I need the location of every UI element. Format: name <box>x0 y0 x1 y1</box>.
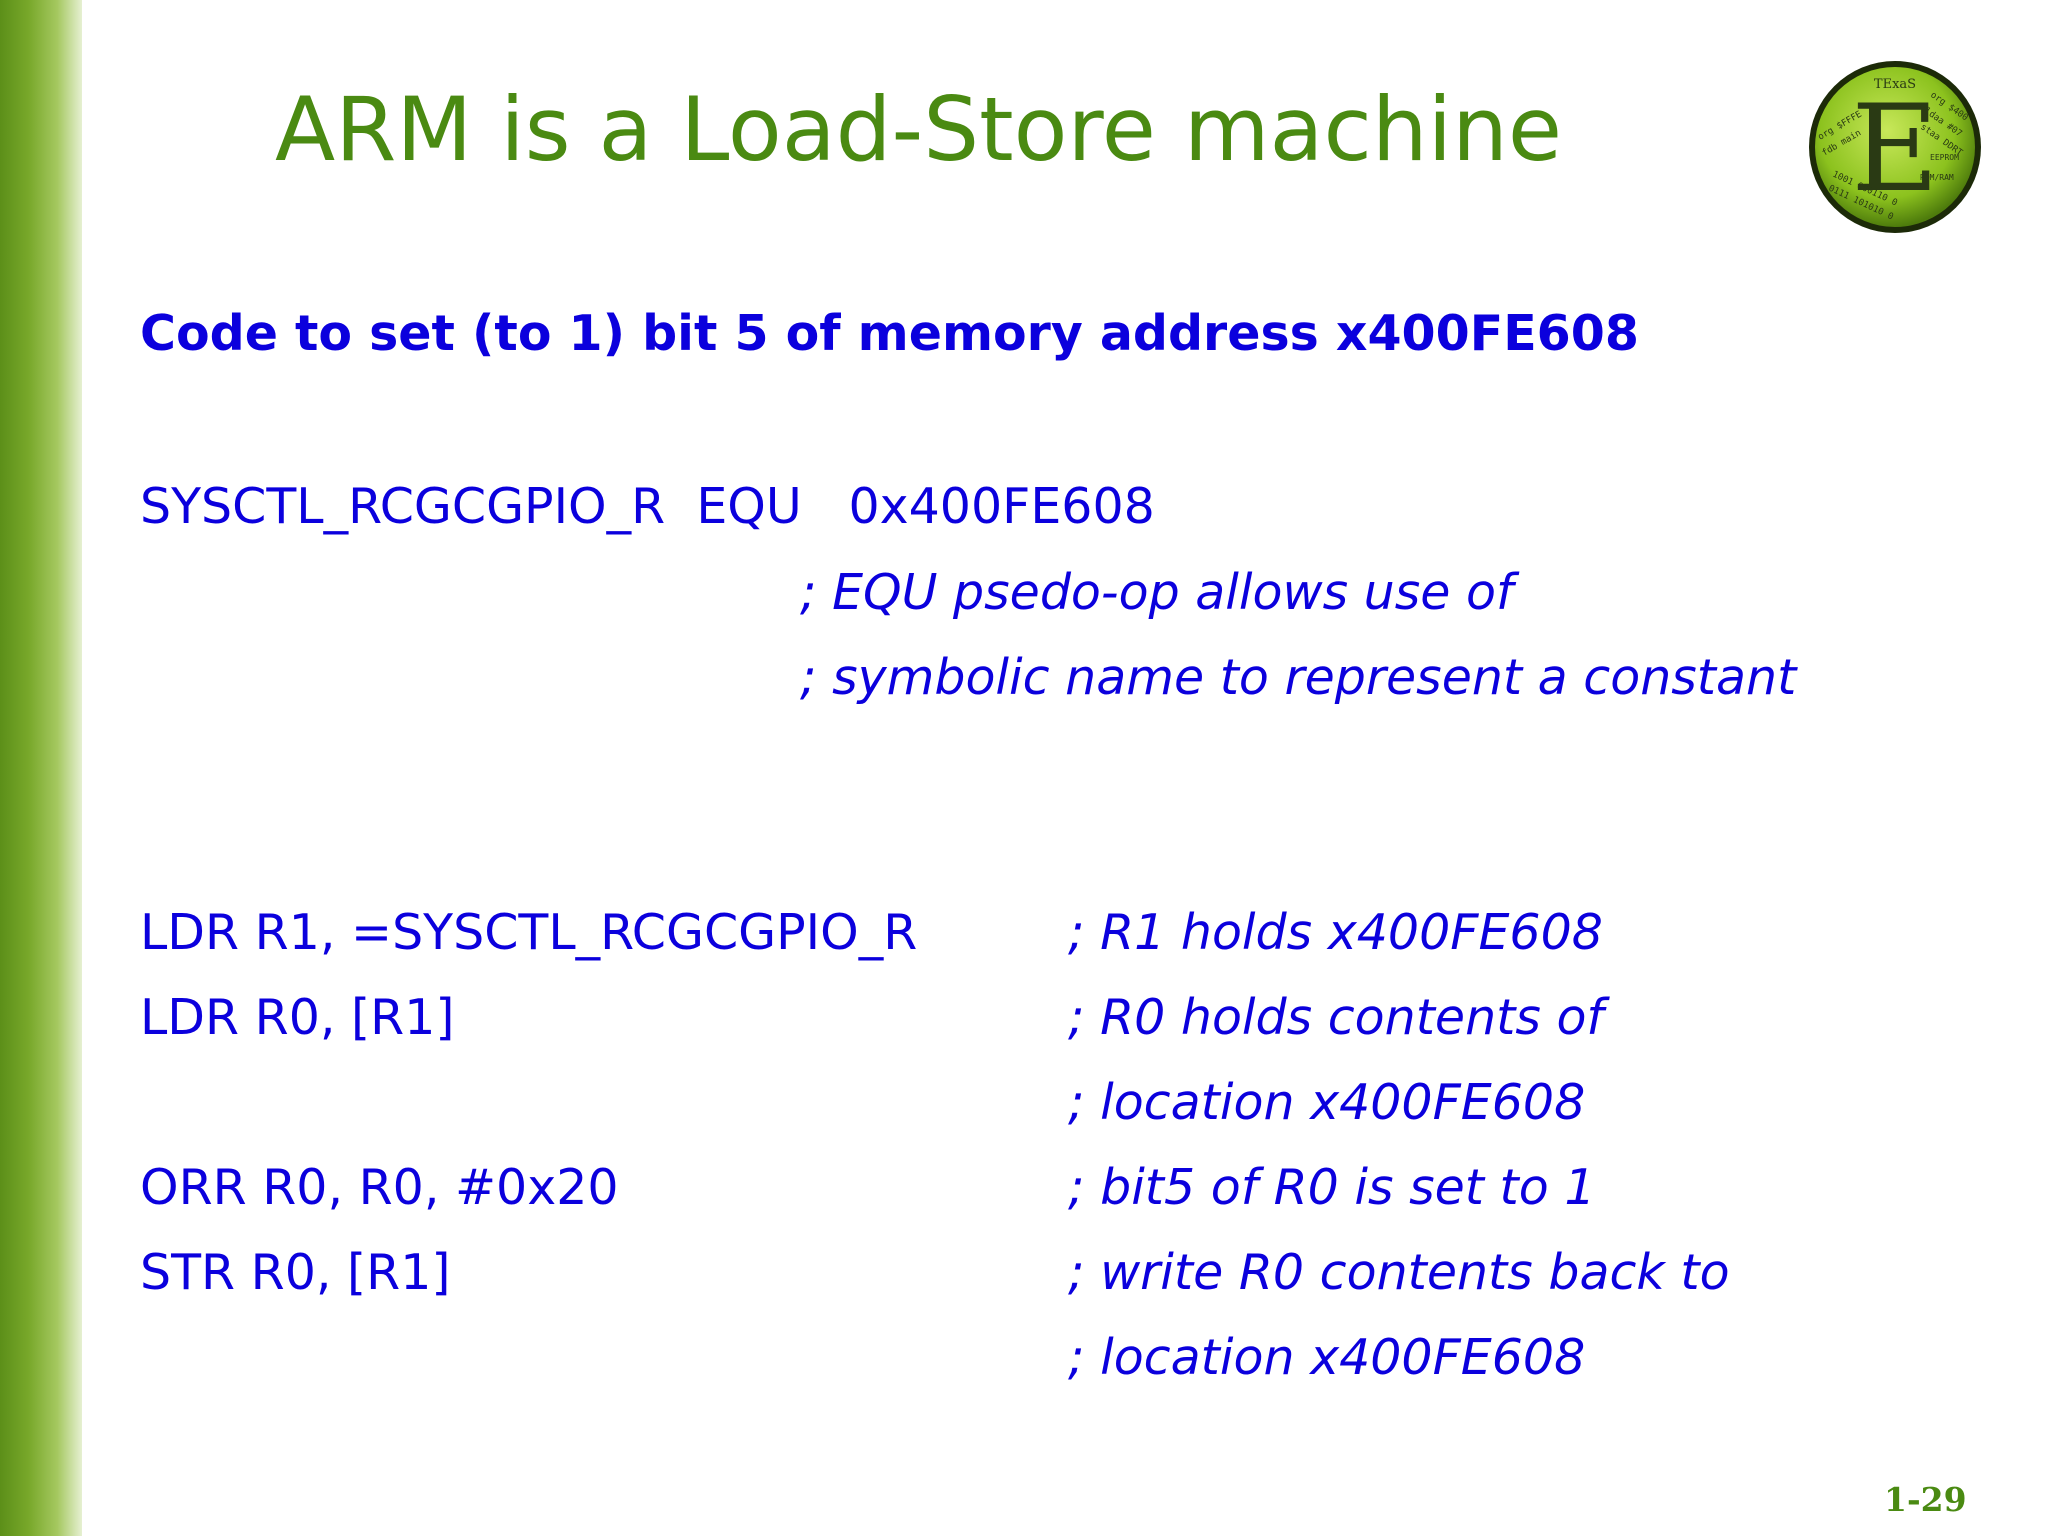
slide-subtitle: Code to set (to 1) bit 5 of memory addre… <box>140 305 1639 362</box>
instruction-comment-location-2: ; location x400FE608 <box>1068 1329 1586 1386</box>
instruction-code-ldr-r1: LDR R1, =SYSCTL_RCGCGPIO_R <box>140 904 918 961</box>
instruction-comment-location-1: ; location x400FE608 <box>1068 1074 1586 1131</box>
instruction-comment-orr: ; bit5 of R0 is set to 1 <box>1068 1159 1596 1216</box>
logo-ring-rom: ROM/RAM <box>1920 173 1954 182</box>
slide-title: ARM is a Load-Store machine <box>275 78 1562 181</box>
instruction-code-orr: ORR R0, R0, #0x20 <box>140 1159 619 1216</box>
logo-letter: E <box>1851 80 1939 219</box>
equ-comment-line-2: ; symbolic name to represent a constant <box>800 649 1797 706</box>
equ-code-line: SYSCTL_RCGCGPIO_R EQU 0x400FE608 <box>140 478 1155 535</box>
instruction-code-ldr-r0: LDR R0, [R1] <box>140 989 455 1046</box>
decorative-sidebar <box>0 0 82 1536</box>
instruction-comment-ldr-r1: ; R1 holds x400FE608 <box>1068 904 1603 961</box>
logo-ring-eeprom: EEPROM <box>1930 153 1959 162</box>
instruction-comment-ldr-r0: ; R0 holds contents of <box>1068 989 1604 1046</box>
texas-logo-icon: E TExaS org $FFFE fdb main org $400 ldaa… <box>1809 61 1981 233</box>
logo-ring-top: TExaS <box>1874 77 1916 92</box>
slide-number: 1-29 <box>1884 1480 1967 1519</box>
equ-comment-line-1: ; EQU psedo-op allows use of <box>800 564 1514 621</box>
instruction-comment-str: ; write R0 contents back to <box>1068 1244 1730 1301</box>
instruction-code-str: STR R0, [R1] <box>140 1244 451 1301</box>
